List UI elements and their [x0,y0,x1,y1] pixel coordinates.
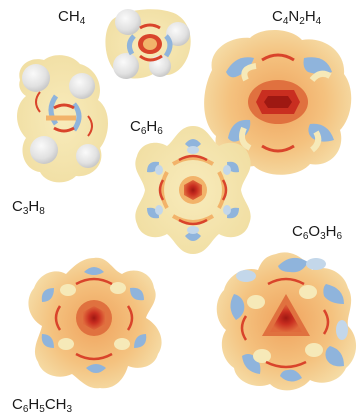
label-c6o3h6: C6O3H6 [292,223,343,242]
formula-element: H [28,198,40,215]
formula-count: 2 [299,16,305,27]
formula-element: C [130,118,141,135]
molecule-ch4-surface [105,9,191,79]
formula-element: N [288,8,300,25]
formula-element: H [28,396,40,413]
formula-element: H [146,118,158,135]
label-c3h8: C3H8 [12,198,45,217]
formula-element: H [55,396,67,413]
label-c4n2h4: C4N2H4 [272,8,322,27]
molecule-c6h5ch3-surface [28,257,162,389]
formula-element: C [58,8,69,25]
formula-count: 4 [315,16,322,27]
formula-count: 4 [282,16,289,27]
formula-count: 5 [39,404,45,415]
formula-count: 3 [66,404,73,415]
formula-element: O [308,223,321,240]
label-c6h5ch3: C6H5CH3 [12,396,73,415]
label-c6h6: C6H6 [130,118,163,137]
formula-count: 6 [157,126,163,137]
formula-count: 8 [39,206,45,217]
formula-count: 3 [320,231,326,242]
formula-element: H [325,223,337,240]
formula-element: C [12,396,23,413]
formula-element: C [12,198,23,215]
formula-element: C [44,396,56,413]
formula-count: 6 [302,231,309,242]
formula-element: H [304,8,316,25]
formula-count: 4 [79,16,86,27]
formula-count: 6 [140,126,147,137]
formula-count: 6 [336,231,343,242]
formula-element: C [272,8,283,25]
molecule-c3h8-surface [17,55,108,183]
label-ch4: CH4 [58,8,86,27]
formula-count: 6 [22,404,29,415]
molecule-c6o3h6-surface [216,252,357,391]
molecule-c4n2h4-surface [204,29,352,175]
molecule-c6h6-surface [135,126,251,254]
formula-element: C [292,223,303,240]
formula-element: H [68,8,80,25]
formula-count: 3 [22,206,29,217]
